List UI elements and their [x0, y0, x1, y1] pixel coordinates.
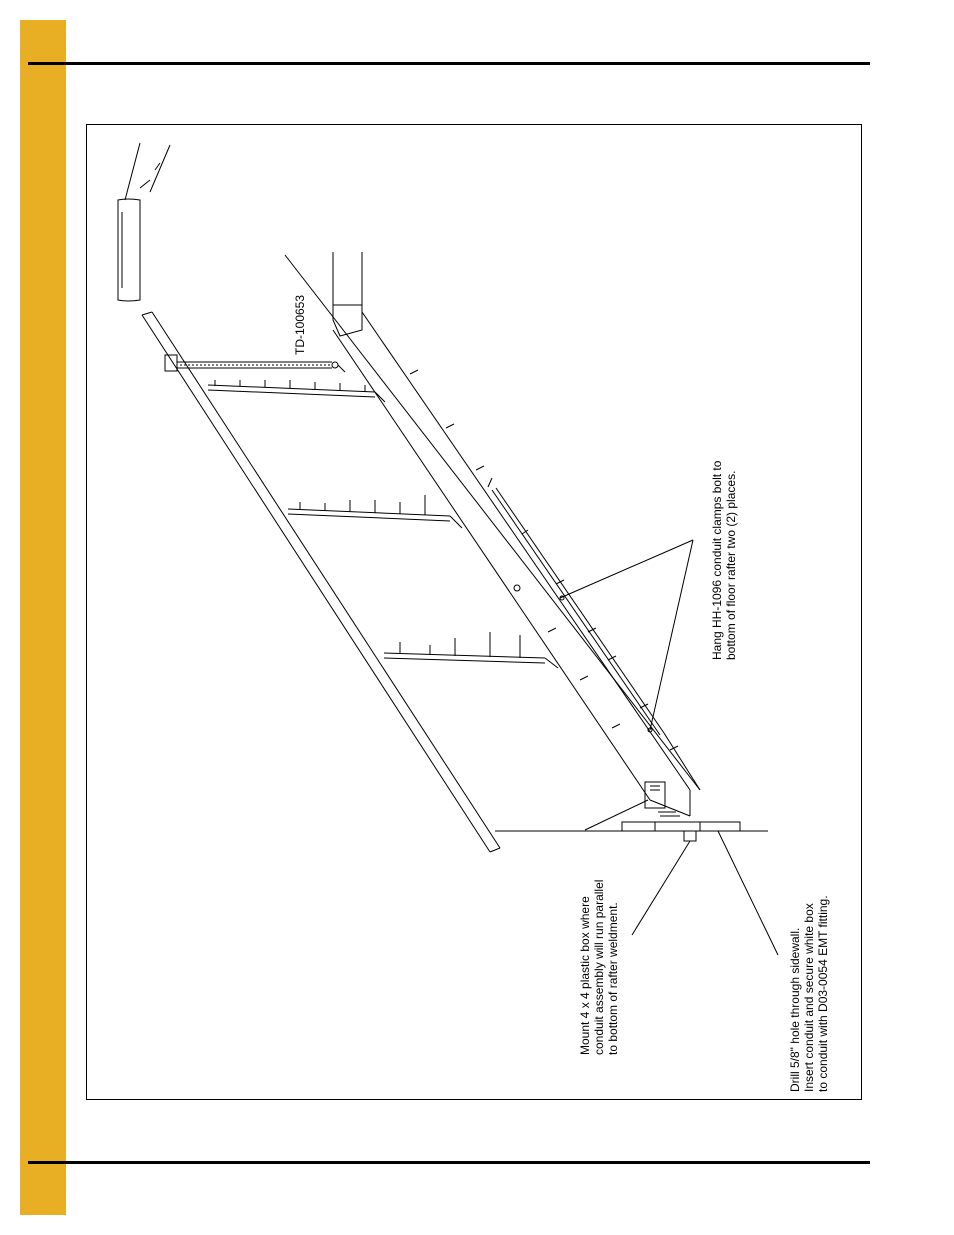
drill-hole-callout: Drill 5/8" hole through sidewall. Insert… [788, 895, 830, 1092]
roof-line [284, 254, 701, 791]
cable-2 [287, 495, 463, 529]
hang-clamps-callout: Hang HH-1096 conduit clamps bolt to bott… [710, 460, 738, 660]
rafter-ticks [409, 369, 679, 751]
vent-duct [332, 252, 363, 337]
leader-lines [559, 539, 779, 956]
mount-box-callout: Mount 4 x 4 plastic box where conduit as… [578, 879, 620, 1055]
sidewall-base [495, 821, 768, 842]
part-number-label: TD-100653 [293, 294, 307, 355]
floor-rafter [332, 311, 691, 817]
plastic-box [644, 781, 680, 817]
section-side-tab [20, 20, 66, 1215]
sensor-rod [164, 354, 346, 373]
cable-1 [207, 380, 386, 403]
roof-rafter-upper [141, 311, 501, 853]
cable-3 [383, 632, 559, 669]
roof-fragment [117, 142, 171, 302]
footer-rule [28, 1161, 870, 1164]
header-rule [28, 62, 870, 65]
conduit-clamps [513, 584, 653, 733]
figure-frame [86, 124, 862, 1100]
conduit-run [491, 487, 701, 791]
